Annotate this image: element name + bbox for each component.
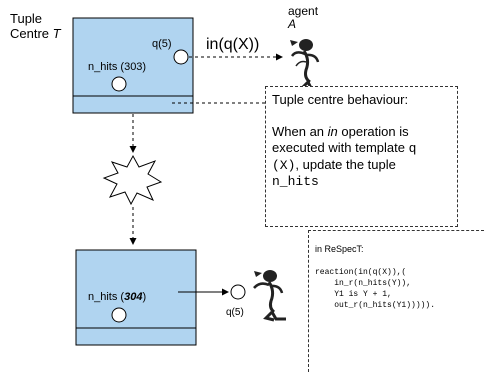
in-operation-label: in(q(X)) xyxy=(206,36,260,53)
behaviour-note-line1-em: in xyxy=(327,124,338,139)
behaviour-note-line3-code: (X) xyxy=(272,158,296,173)
n-hits-304-suffix: ) xyxy=(142,291,147,303)
tuple-q5-circle xyxy=(173,49,189,65)
agent-label: agent A xyxy=(288,5,318,31)
respect-code: reaction(in(q(X)),( in_r(n_hits(Y)), Y1 … xyxy=(315,267,478,311)
respect-code-line: out_r(n_hits(Y1))))). xyxy=(315,301,436,310)
tuple-centre-label-line2: Centre T xyxy=(10,26,61,41)
respect-note: in ReSpecT: reaction(in(q(X)),( in_r(n_h… xyxy=(308,230,484,372)
tuple-centre-label-prefix: Centre xyxy=(10,26,53,41)
respect-note-title: in ReSpecT: xyxy=(315,244,364,254)
result-q5-label: q(5) xyxy=(226,307,244,318)
behaviour-note-line3-b: , update the tuple xyxy=(295,157,396,172)
tuple-n-hits-circle xyxy=(111,76,127,92)
n-hits-304-value: 304 xyxy=(124,291,143,303)
agent-name: A xyxy=(288,17,297,31)
reaction-event-burst-icon xyxy=(102,154,163,206)
behaviour-note-title: Tuple centre behaviour: xyxy=(272,92,409,107)
behaviour-note-line2: executed with template q xyxy=(272,140,451,157)
q5-label: q(5) xyxy=(152,38,172,50)
bottom-tuple-centre-box xyxy=(75,249,197,346)
result-tuple-circle xyxy=(230,284,246,300)
respect-code-line: in_r(n_hits(Y)), xyxy=(315,279,412,288)
behaviour-note-line1: When an in operation is xyxy=(272,124,451,140)
n-hits-304-prefix: n_hits ( xyxy=(88,291,125,303)
respect-code-line: reaction(in(q(X)),( xyxy=(315,268,407,277)
n-hits-304-label: n_hits (304) xyxy=(88,291,146,304)
behaviour-note-line3: (X), update the tuple xyxy=(272,157,451,174)
respect-code-line: Y1 is Y + 1, xyxy=(315,290,392,299)
n-hits-303-label: n_hits (303) xyxy=(88,61,147,73)
behaviour-note: Tuple centre behaviour: When an in opera… xyxy=(265,86,458,227)
behaviour-note-line4-code: n_hits xyxy=(272,174,319,189)
tuple-centre-label-line1: Tuple xyxy=(10,11,43,26)
agent-label-text: agent xyxy=(288,4,319,18)
tuple-centre-label: Tuple Centre T xyxy=(10,11,61,41)
behaviour-note-line2-a: executed with template xyxy=(272,140,409,155)
top-tuple-centre-box xyxy=(72,17,194,114)
agent-figure-bottom-icon xyxy=(253,270,286,322)
behaviour-note-line1-b: operation is xyxy=(337,124,409,139)
behaviour-note-line2-code: q xyxy=(408,141,417,156)
tuple-n-hits-updated-circle xyxy=(111,307,127,323)
behaviour-note-line1-a: When an xyxy=(272,124,328,139)
agent-figure-icon xyxy=(290,39,324,93)
tuple-centre-label-italic: T xyxy=(52,26,61,41)
